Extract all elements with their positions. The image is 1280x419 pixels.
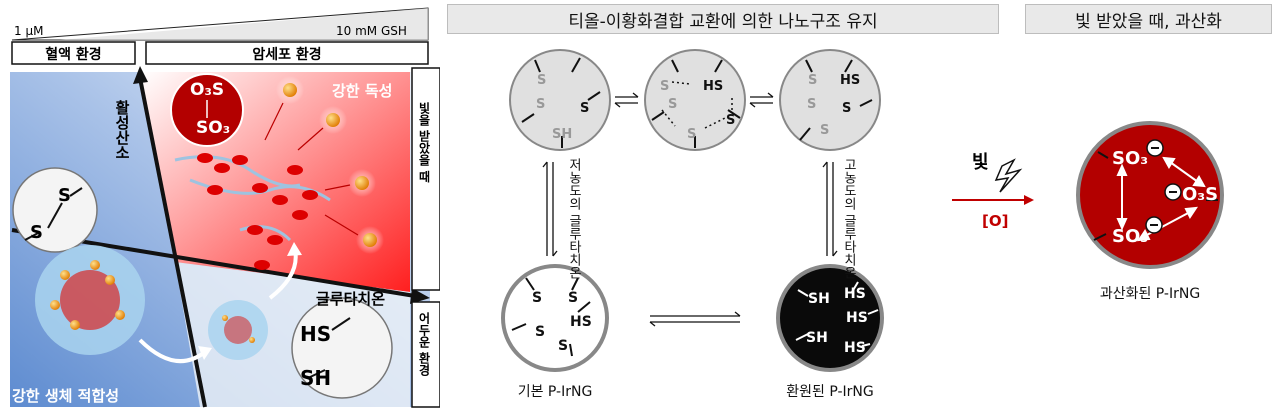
svg-text:HS: HS [844,286,866,302]
svg-text:S: S [842,101,851,116]
left-hs: HS [300,322,332,346]
sphere-reduced [776,264,884,372]
left-panel-graphic [10,7,441,408]
gsh-axis-label: 글루타치온 [316,290,386,308]
strong-toxicity-label: 강한 독성 [332,82,393,100]
equilibrium-arrows-bottom [649,311,741,327]
svg-text:S: S [535,324,545,340]
disulfide-circle [12,167,98,253]
ros-axis-label: 활성산소 [113,100,131,160]
light-label: 빛 [972,152,989,173]
svg-text:HS: HS [570,314,592,330]
svg-text:S: S [558,338,568,354]
svg-text:S: S [660,79,669,94]
middle-header: 티올-이황화결합 교환에 의한 나노구조 유지 [447,4,999,34]
biocompat-label: 강한 생체 적합성 [12,387,120,405]
left-sh: SH [300,366,332,390]
svg-text:S: S [820,123,829,138]
light-env-label: 빛을 받았을 때 [417,102,431,183]
equilibrium-arrows-top [614,92,774,108]
left-panel: 1 μM 10 mM GSH 혈액 환경 암세포 환경 활성산소 강한 독성 빛… [0,0,441,415]
low-gsh-label: 저농도의 글루타치온 [566,158,581,280]
sphere-intermediate [644,49,746,151]
scale-high-label: 10 mM GSH [336,24,407,38]
svg-text:S: S [568,290,578,306]
curved-arrow-to-reduced [138,338,207,363]
intact-nanogel [35,245,145,355]
left-s-bottom: S [30,222,43,243]
blood-env-label: 혈액 환경 [45,47,102,63]
svg-text:SH: SH [806,330,828,346]
svg-text:HS: HS [703,79,723,94]
reduced-nanogel [208,300,268,360]
left-s-top: S [58,185,71,206]
sphere-exchanged [779,49,881,151]
oxidized-caption: 과산화된 P-IrNG [1099,286,1201,302]
svg-text:HS: HS [846,310,868,326]
svg-text:S: S [668,97,677,112]
ros-axis-line [138,77,207,408]
right-so3-top: SO₃ [1112,148,1149,169]
svg-text:S: S [536,97,545,112]
basic-caption: 기본 P-IrNG [517,384,593,400]
right-so3-bottom: SO₃ [1112,226,1149,247]
oxidized-nanogel [1076,121,1224,269]
svg-text:S: S [537,73,546,88]
cancer-env-label: 암세포 환경 [252,47,322,63]
vertical-equilibrium-left [542,161,558,257]
scale-low-label: 1 μM [14,24,44,38]
svg-text:S: S [808,73,817,88]
svg-text:HS: HS [840,73,860,88]
vertical-equilibrium-right [822,161,838,257]
svg-text:S: S [580,101,589,116]
svg-text:S: S [807,97,816,112]
svg-text:SH: SH [808,291,830,307]
lightning-icon [994,158,1023,193]
red-polymer-chains [174,153,331,270]
svg-text:SH: SH [552,127,572,142]
sphere-basic [501,264,609,372]
left-o3s: O₃S [190,80,225,100]
svg-text:HS: HS [844,340,866,356]
reduced-caption: 환원된 P-IrNG [786,384,874,400]
svg-text:S: S [532,290,542,306]
high-gsh-label: 고농도의 글루타치온 [841,158,856,280]
released-drug-particles [264,76,384,254]
right-o3s: O₃S [1182,184,1219,205]
right-header: 빛 받았을 때, 과산화 [1025,4,1272,34]
sphere-basic-oxidized [509,49,611,151]
dark-env-label: 어두운 환경 [417,312,431,377]
oxidant-label: [O] [982,212,1009,230]
left-so3: SO₃ [196,118,231,138]
svg-text:S: S [687,127,696,142]
right-panel-graphic [952,121,1224,269]
svg-text:S: S [726,113,735,128]
